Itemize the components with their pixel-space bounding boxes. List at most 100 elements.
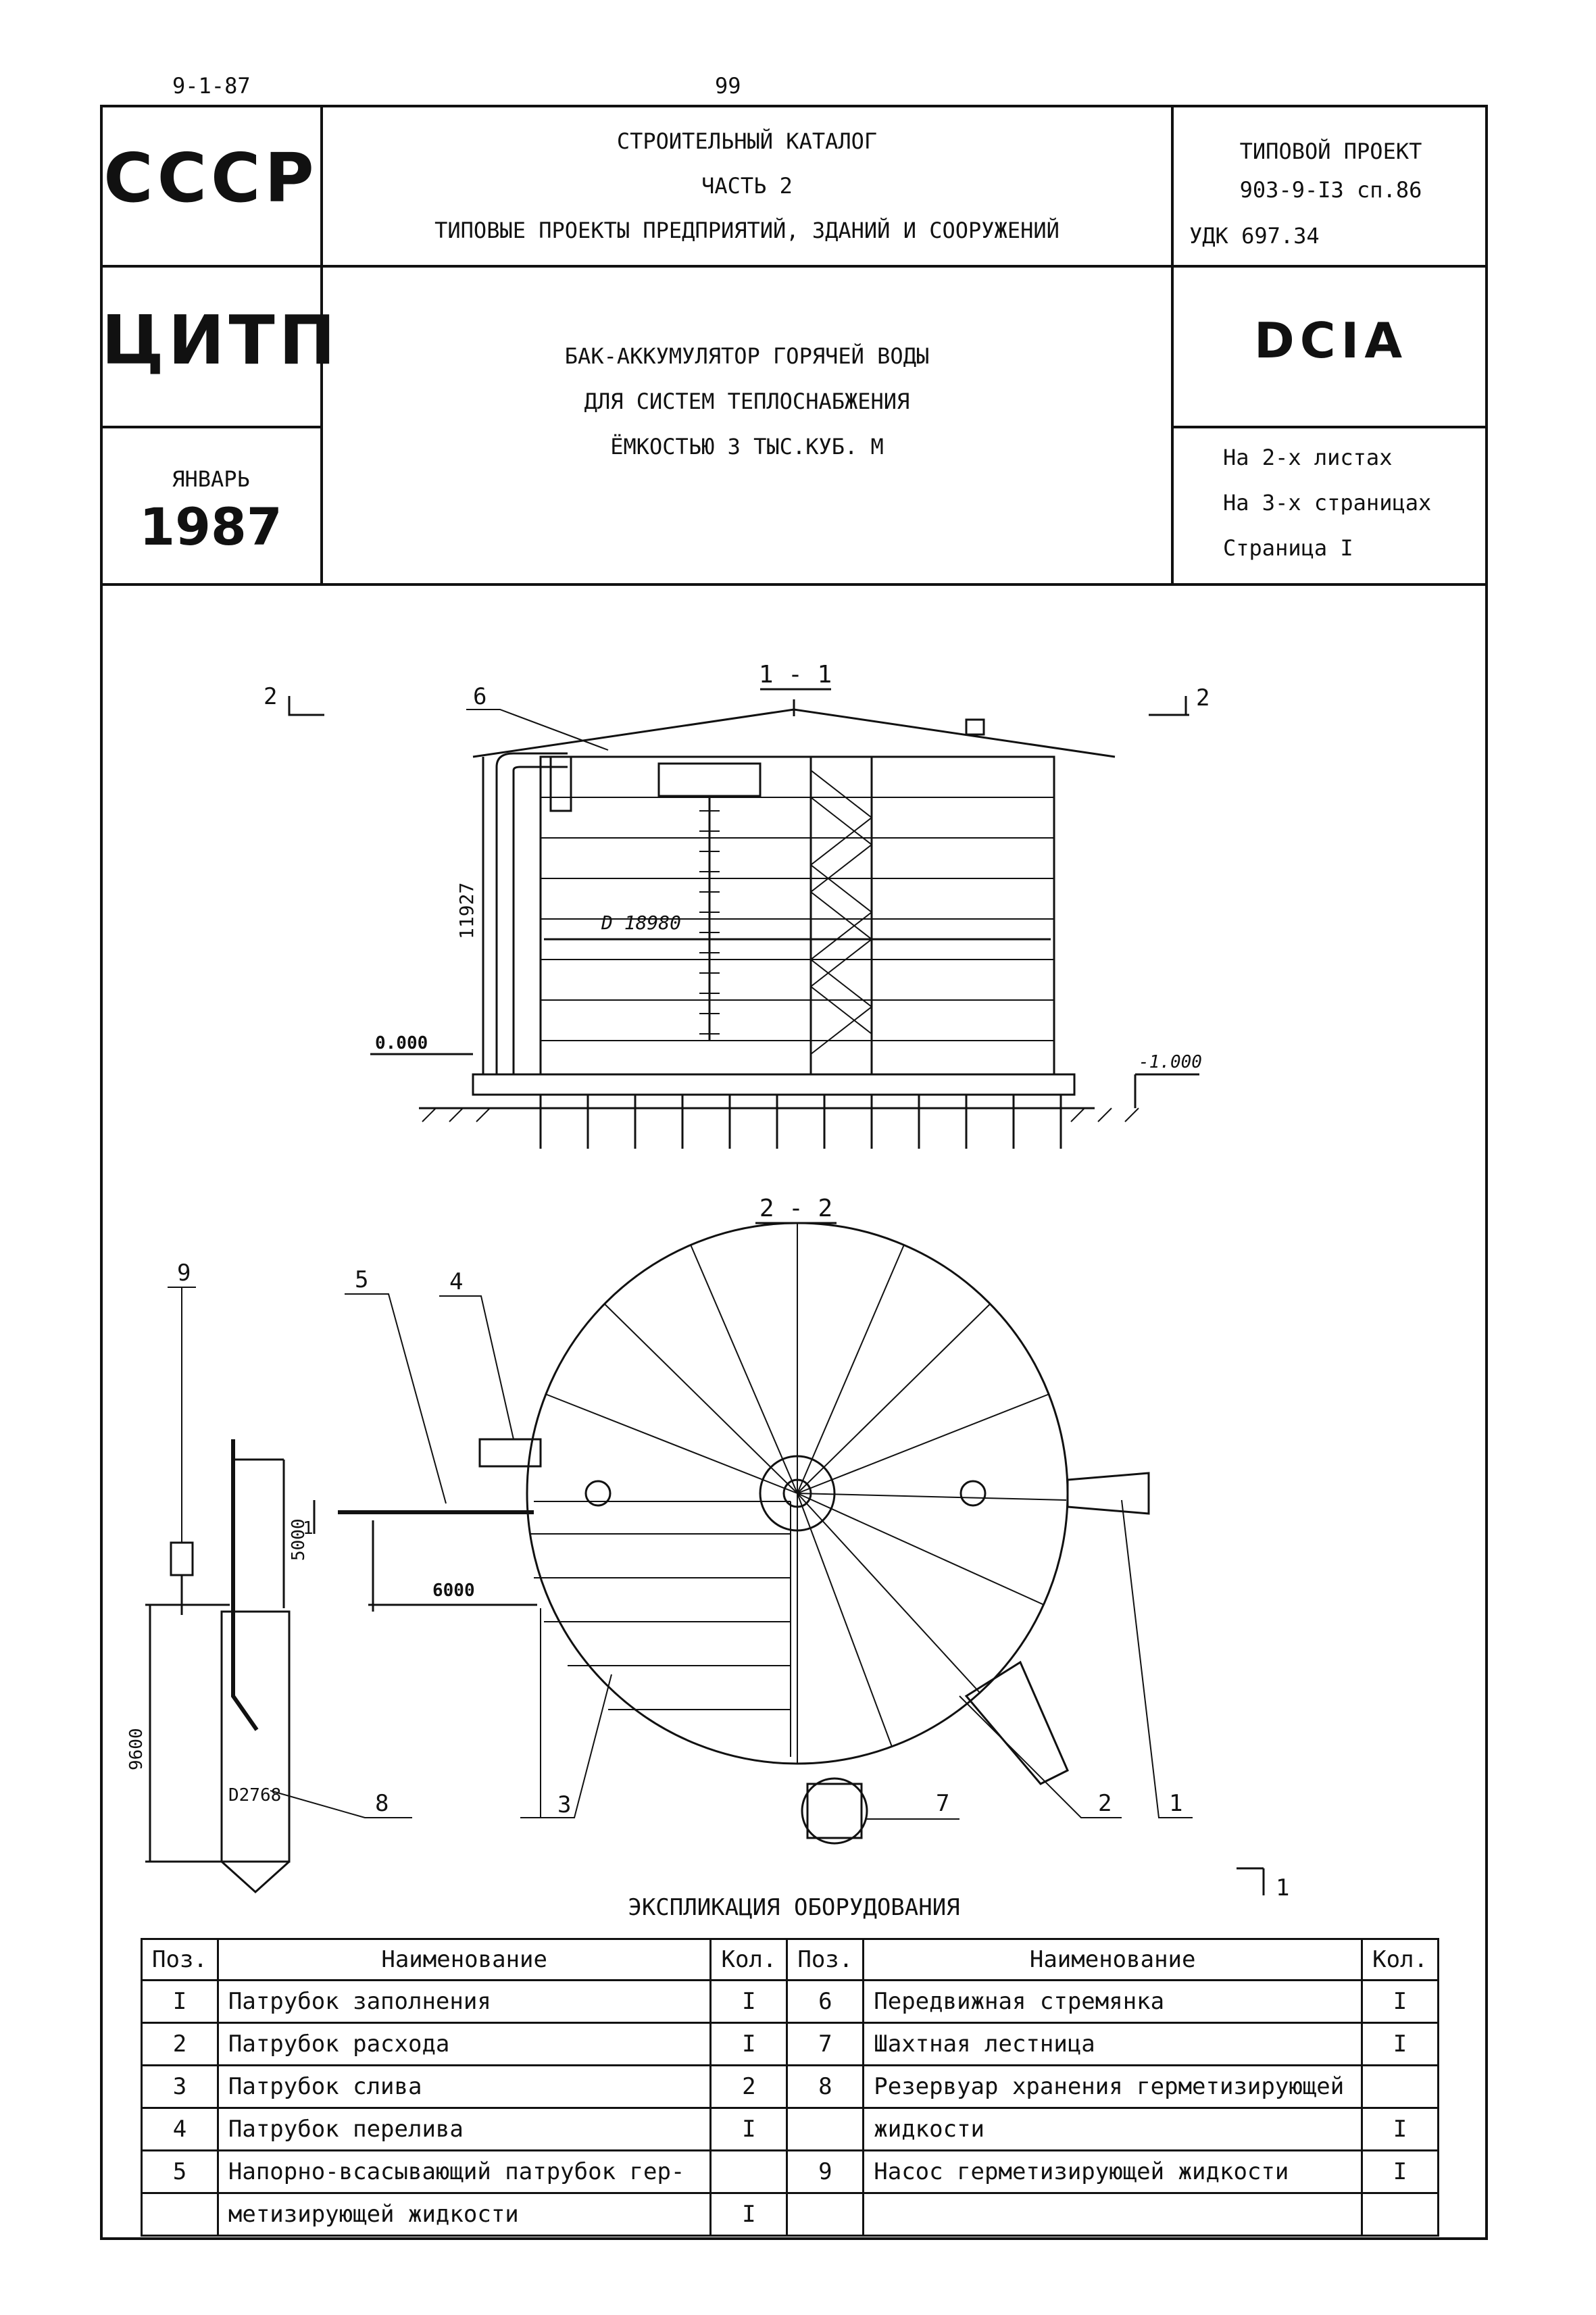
table-row: 4 Патрубок перелива I жидкости I: [141, 2107, 1439, 2151]
table-row: I Патрубок заполнения I 6 Передвижная ст…: [141, 1979, 1439, 2024]
elevation-section: 1 - 1 2 2: [264, 661, 1210, 1149]
stamp-bottom-line: [100, 583, 1488, 586]
cell-name: Передвижная стремянка: [862, 1979, 1364, 2024]
cell-qty: I: [709, 2107, 789, 2151]
ladder-rungs: [699, 810, 720, 1035]
callout-2-leader: [959, 1695, 1122, 1818]
sealing-liquid-reservoir: [220, 1610, 291, 1863]
reservoir-bottom: [220, 1860, 291, 1894]
org-primary: СССР: [103, 139, 318, 218]
stamp-row-divider-2-right: [1171, 426, 1488, 428]
table-row: 5 Напорно-всасывающий патрубок гер- 9 На…: [141, 2149, 1439, 2194]
pump-body: [170, 1541, 194, 1576]
cell-name: Патрубок слива: [216, 2064, 712, 2109]
cell-name: жидкости: [862, 2107, 1364, 2151]
stamp-row-divider-2-left: [100, 426, 321, 428]
cell-name: Насос герметизирующей жидкости: [862, 2149, 1364, 2194]
issue-year: 1987: [139, 497, 282, 557]
cell-pos: 9: [786, 2149, 865, 2194]
cell-qty: I: [709, 2022, 789, 2066]
cut-1-label: 1: [1276, 1874, 1289, 1901]
tank-roof: [472, 708, 1116, 758]
callout-5-leader: [345, 1293, 447, 1504]
cell-name: Напорно-всасывающий патрубок гер-: [216, 2149, 712, 2194]
cell-qty: 2: [709, 2064, 789, 2109]
cell-pos: 4: [141, 2107, 219, 2151]
cell-pos: 5: [141, 2149, 219, 2194]
overflow-pipe-inner: [512, 766, 568, 1074]
shaft-stair-plan: [806, 1783, 863, 1839]
height-label: 11927: [455, 882, 478, 939]
fill-nozzle: [1066, 1472, 1150, 1515]
dim-5000-label: 5000: [289, 1518, 309, 1561]
plan-section: 2 - 2: [126, 1195, 1289, 1901]
project-number: 903-9-I3 сп.86: [1239, 177, 1422, 203]
org-secondary: ЦИТП: [101, 301, 340, 380]
cell-pos: I: [141, 1979, 219, 2024]
foundation-slab: [472, 1073, 1076, 1096]
manhole-left: [584, 1480, 612, 1507]
level-zero-label: 0.000: [375, 1033, 428, 1053]
project-label: ТИПОВОЙ ПРОЕКТ: [1239, 139, 1422, 164]
header-name-right: Наименование: [862, 1938, 1364, 1981]
cell-qty: [1361, 2064, 1439, 2109]
suction-pipe: [231, 1439, 259, 1731]
stamp-row-divider-1: [100, 265, 1488, 268]
shaft-stair-ring: [801, 1777, 868, 1845]
callout-9-leader: [168, 1287, 196, 1543]
cell-qty: [709, 2149, 789, 2194]
callout-4-leader: [439, 1295, 514, 1440]
cell-pos: 3: [141, 2064, 219, 2109]
overflow-funnel: [549, 755, 572, 812]
title-line-2: ДЛЯ СИСТЕМ ТЕПЛОСНАБЖЕНИЯ: [584, 389, 910, 414]
cell-name: Резервуар хранения герметизирующей: [862, 2064, 1364, 2109]
cell-qty: I: [1361, 1979, 1439, 2024]
manhole-right: [959, 1480, 987, 1507]
section-1-label: 1 - 1: [759, 661, 832, 689]
cell-pos: 7: [786, 2022, 865, 2066]
callout-5: 5: [355, 1266, 368, 1293]
cell-pos: [786, 2192, 865, 2237]
cell-qty: I: [1361, 2149, 1439, 2194]
cut-2-left-label: 2: [264, 683, 277, 710]
cell-pos: [786, 2107, 865, 2151]
table-row: 2 Патрубок расхода I 7 Шахтная лестница …: [141, 2022, 1439, 2066]
callout-6: 6: [473, 683, 487, 710]
header-qty-right: Кол.: [1361, 1938, 1439, 1981]
overflow-nozzle: [478, 1438, 542, 1468]
diameter-label: D 18980: [601, 912, 681, 934]
callout-9: 9: [177, 1260, 191, 1287]
roof-hatch: [965, 718, 985, 736]
page-index: Страница I: [1223, 535, 1353, 561]
callout-1-leader: [1121, 1499, 1193, 1818]
table-row: метизирующей жидкости I: [141, 2192, 1439, 2237]
cell-qty: I: [709, 2192, 789, 2237]
outlet-nozzle: [964, 1660, 1069, 1785]
cell-qty: I: [1361, 2107, 1439, 2151]
cell-pos: 2: [141, 2022, 219, 2066]
title-line-3: ЁМКОСТЬЮ 3 ТЫС.КУБ. М: [610, 434, 884, 459]
cell-name: Патрубок перелива: [216, 2107, 712, 2151]
callout-6-leader: [466, 709, 609, 751]
header-pos-left: Поз.: [141, 1938, 219, 1981]
callout-3: 3: [557, 1791, 571, 1818]
header-qty-left: Кол.: [709, 1938, 789, 1981]
shell-courses: [541, 797, 1054, 1041]
cell-pos: 6: [786, 1979, 865, 2024]
roof-rafters: [545, 1223, 1067, 1764]
cell-qty: I: [1361, 2022, 1439, 2066]
cell-pos: [141, 2192, 219, 2237]
cell-name: [862, 2192, 1364, 2237]
callout-2: 2: [1098, 1790, 1112, 1817]
stamp-divider-right: [1171, 105, 1174, 584]
cell-name: Патрубок расхода: [216, 2022, 712, 2066]
bottom-panels: [530, 1501, 791, 1757]
drawing-frame: [100, 105, 1488, 2240]
callout-3-leader-a: [520, 1674, 612, 1818]
catalog-line-2: ЧАСТЬ 2: [701, 173, 793, 199]
catalog-line-3: ТИПОВЫЕ ПРОЕКТЫ ПРЕДПРИЯТИЙ, ЗДАНИЙ И СО…: [434, 218, 1059, 243]
level-minus-label: -1.000: [1139, 1052, 1202, 1072]
udk-code: УДК 697.34: [1189, 223, 1320, 249]
stair-flights: [809, 770, 873, 1055]
explication-table: Поз. Наименование Кол. Поз. Наименование…: [141, 1938, 1439, 2237]
